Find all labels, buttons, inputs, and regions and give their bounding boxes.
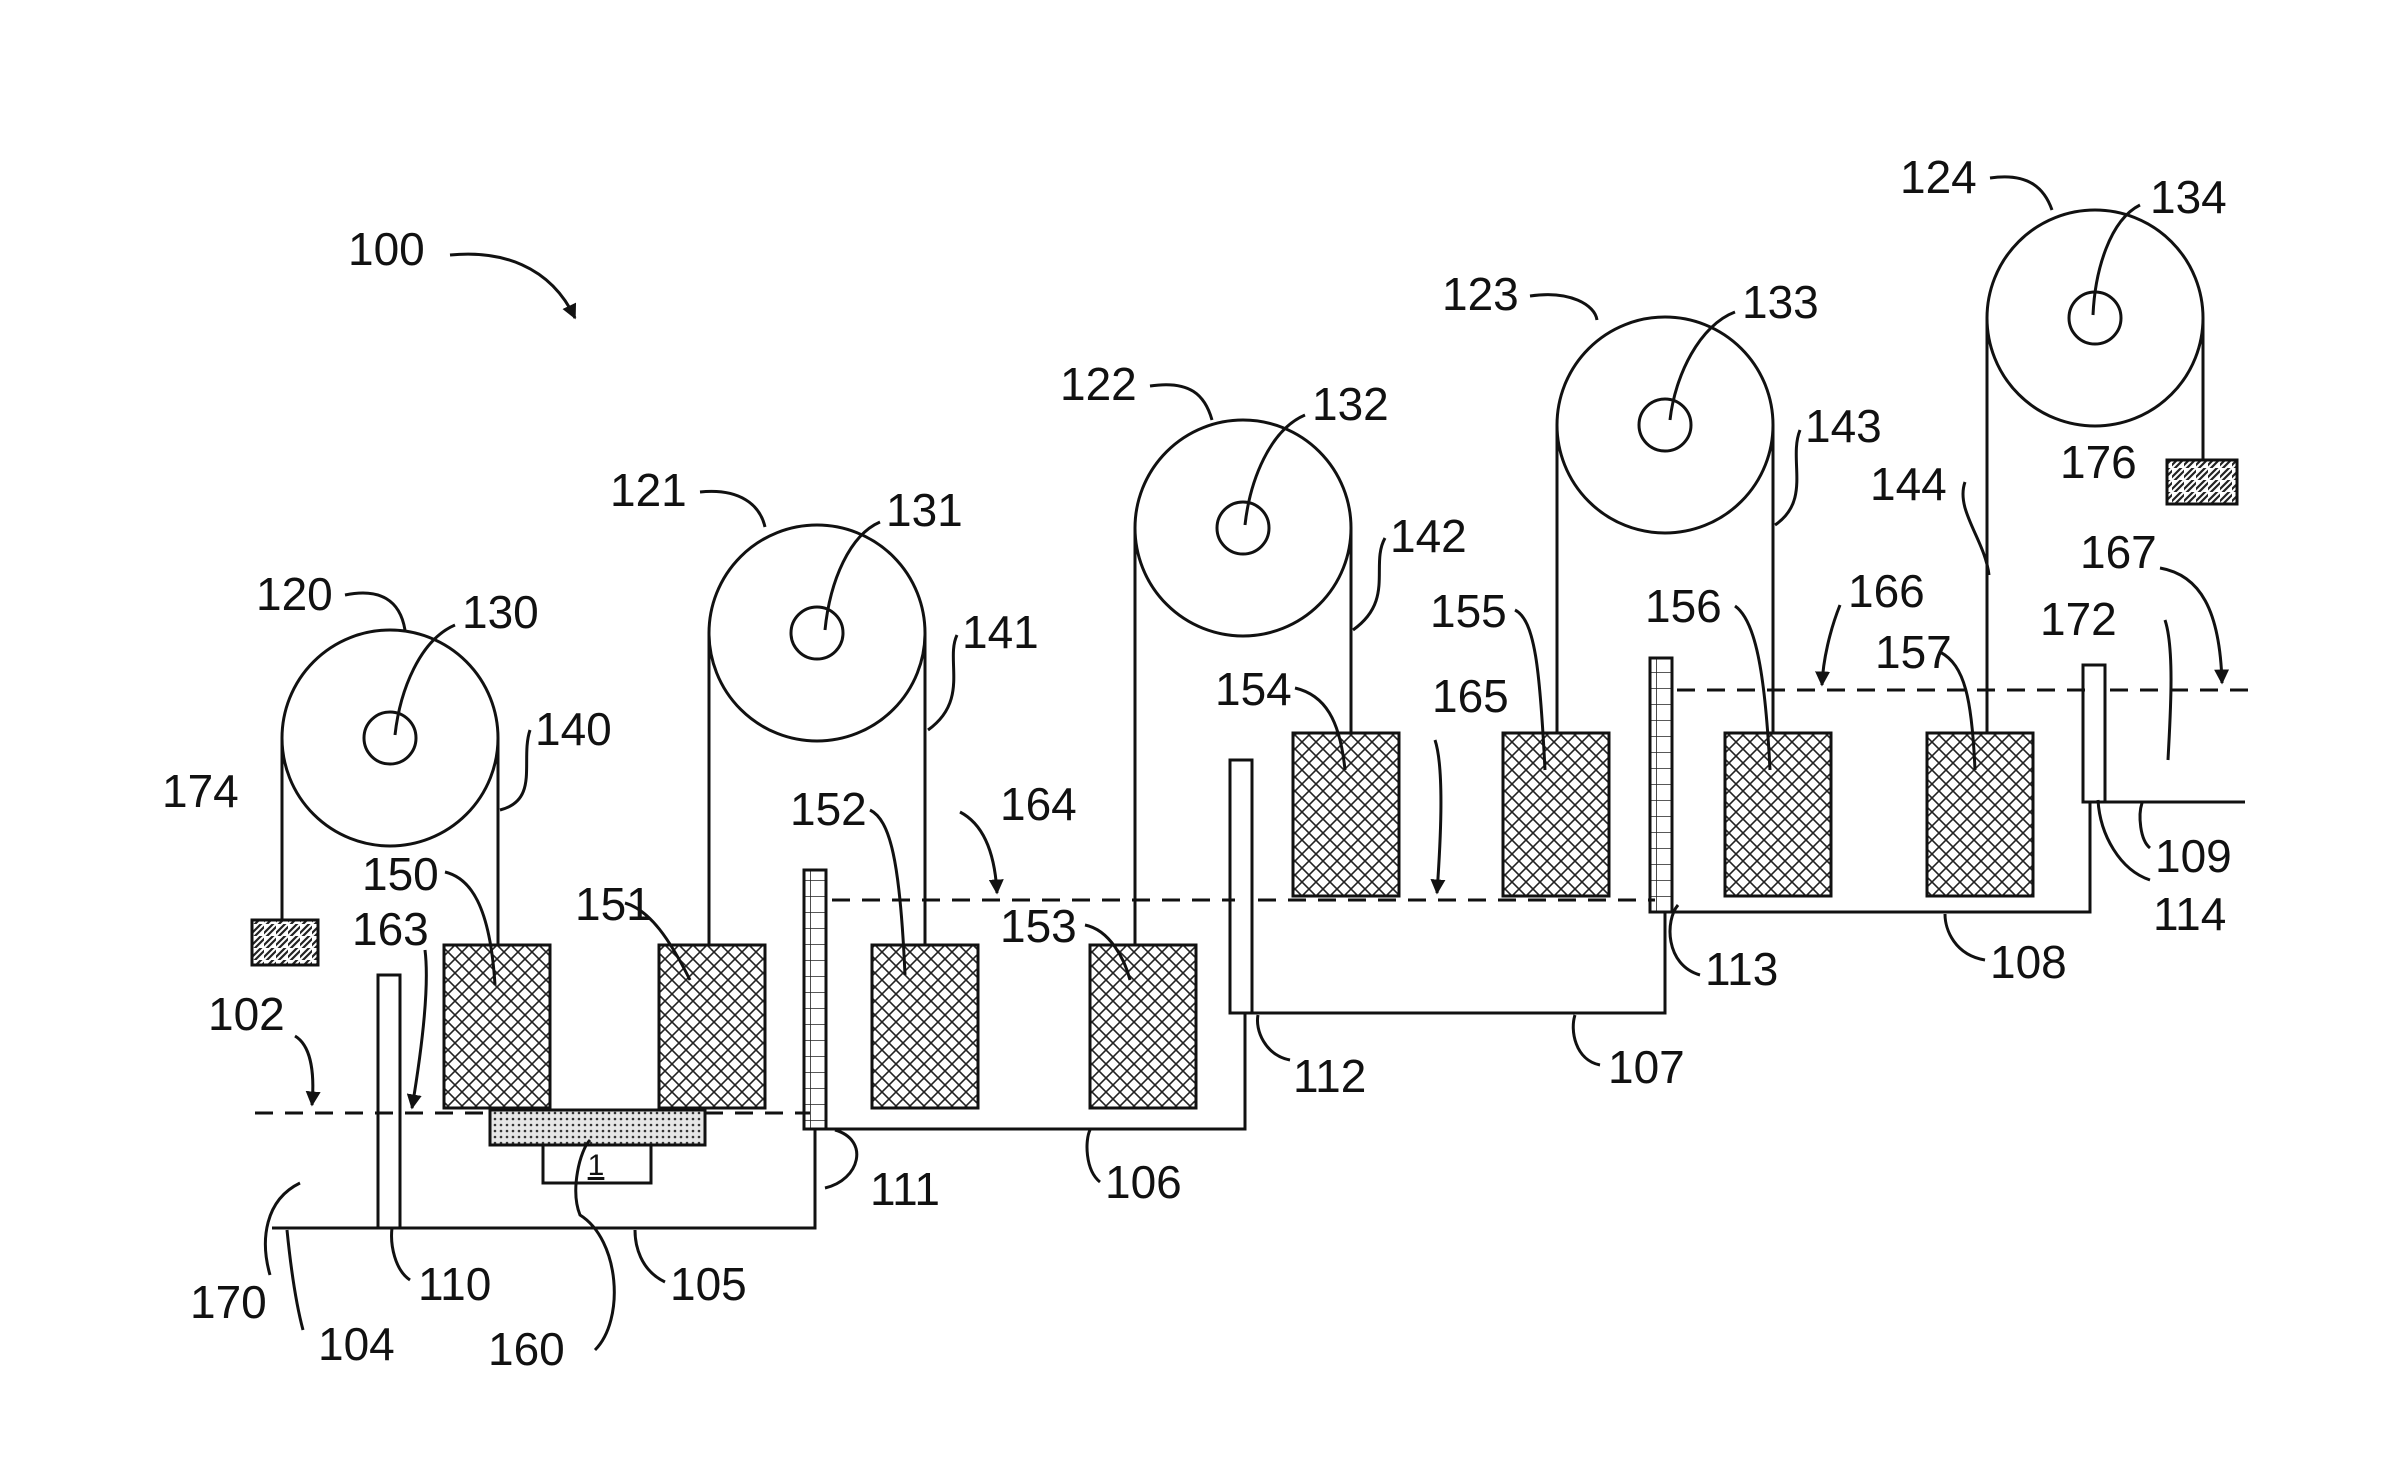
gate-113 xyxy=(1650,658,1672,912)
label-105: 105 xyxy=(670,1258,747,1310)
label-142: 142 xyxy=(1390,510,1467,562)
label-108: 108 xyxy=(1990,936,2067,988)
block-154 xyxy=(1293,733,1399,896)
label-166: 166 xyxy=(1848,565,1925,617)
label-170: 170 xyxy=(190,1276,267,1328)
label-143: 143 xyxy=(1805,400,1882,452)
block-157 xyxy=(1927,733,2033,896)
block-150 xyxy=(444,945,550,1108)
label-133: 133 xyxy=(1742,276,1819,328)
label-114: 114 xyxy=(2153,888,2226,940)
label-176: 176 xyxy=(2060,436,2137,488)
reference-numerals: 100 102 104 105 106 107 108 109 110 111 … xyxy=(162,151,2232,1375)
label-160: 160 xyxy=(488,1323,565,1375)
label-130: 130 xyxy=(462,586,539,638)
label-104: 104 xyxy=(318,1318,395,1370)
label-174: 174 xyxy=(162,765,239,817)
gate-111 xyxy=(804,870,826,1129)
label-140: 140 xyxy=(535,703,612,755)
substrate-160 xyxy=(490,1110,705,1145)
label-124: 124 xyxy=(1900,151,1977,203)
label-156: 156 xyxy=(1645,580,1722,632)
label-131: 131 xyxy=(886,484,963,536)
label-172: 172 xyxy=(2040,593,2117,645)
label-150: 150 xyxy=(362,848,439,900)
block-152 xyxy=(872,945,978,1108)
label-109: 109 xyxy=(2155,830,2232,882)
label-163: 163 xyxy=(352,903,429,955)
label-153: 153 xyxy=(1000,900,1077,952)
label-144: 144 xyxy=(1870,458,1947,510)
label-106: 106 xyxy=(1105,1156,1182,1208)
label-157: 157 xyxy=(1875,626,1952,678)
label-165: 165 xyxy=(1432,670,1509,722)
block-155 xyxy=(1503,733,1609,896)
label-107: 107 xyxy=(1608,1041,1685,1093)
label-132: 132 xyxy=(1312,378,1389,430)
label-141: 141 xyxy=(962,606,1039,658)
block-153 xyxy=(1090,945,1196,1108)
label-121: 121 xyxy=(610,464,687,516)
label-100: 100 xyxy=(348,223,425,275)
gate-110 xyxy=(378,975,400,1228)
label-155: 155 xyxy=(1430,585,1507,637)
label-111: 111 xyxy=(870,1163,940,1215)
block-156 xyxy=(1725,733,1831,896)
label-122: 122 xyxy=(1060,358,1137,410)
counterweight-176 xyxy=(2167,460,2237,504)
label-152: 152 xyxy=(790,783,867,835)
label-113: 113 xyxy=(1705,943,1778,995)
counterweight-174 xyxy=(252,920,318,965)
label-120: 120 xyxy=(256,568,333,620)
block-151 xyxy=(659,945,765,1108)
label-112: 112 xyxy=(1293,1050,1366,1102)
label-154: 154 xyxy=(1215,663,1292,715)
gate-114 xyxy=(2083,665,2105,802)
label-123: 123 xyxy=(1442,268,1519,320)
substrate-1-label: 1 xyxy=(588,1149,605,1182)
label-134: 134 xyxy=(2150,171,2227,223)
gate-112 xyxy=(1230,760,1252,1013)
label-151: 151 xyxy=(575,878,652,930)
label-167: 167 xyxy=(2080,526,2157,578)
label-110: 110 xyxy=(418,1258,491,1310)
label-164: 164 xyxy=(1000,778,1077,830)
label-102: 102 xyxy=(208,988,285,1040)
